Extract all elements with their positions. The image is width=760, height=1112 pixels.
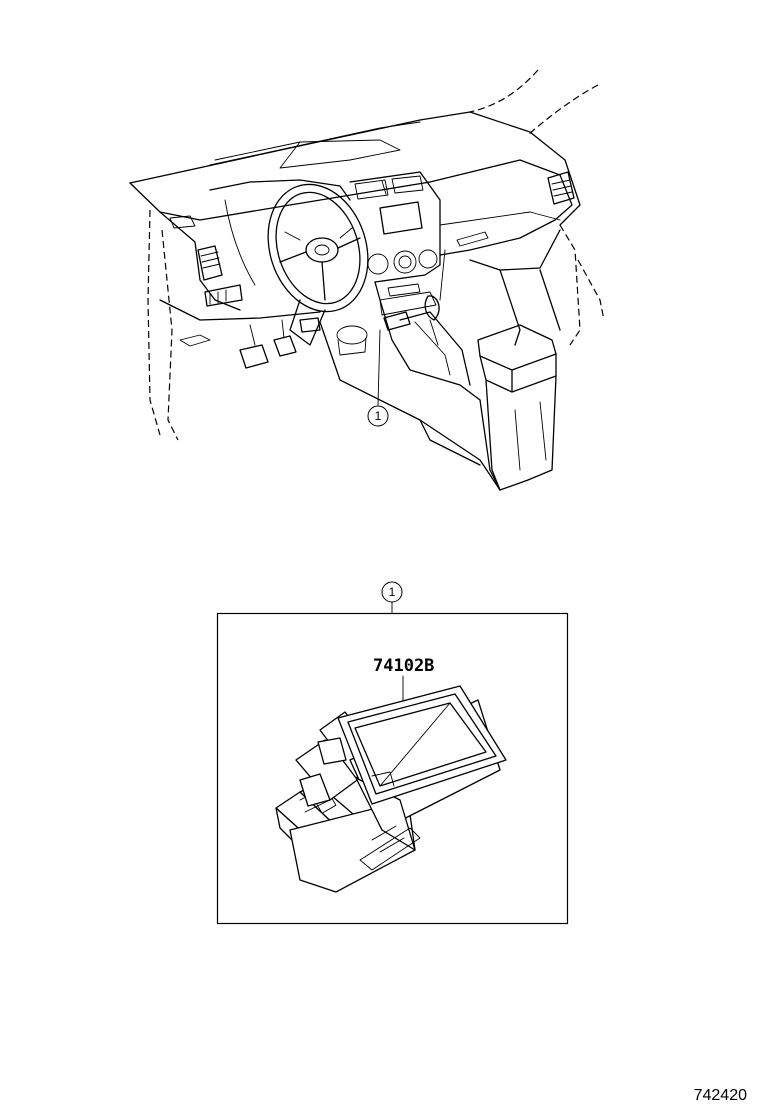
callout-top: 1 xyxy=(367,405,389,427)
dashboard-illustration xyxy=(129,69,605,491)
figure-code: 742420 xyxy=(694,1087,747,1104)
detail-frame xyxy=(216,612,569,925)
part-number-label: 74102B xyxy=(373,656,434,676)
switch-component xyxy=(275,685,507,893)
callout-top-number: 1 xyxy=(375,409,382,423)
callout-detail: 1 xyxy=(381,581,403,614)
callout-detail-number: 1 xyxy=(389,585,396,599)
steering-wheel xyxy=(267,183,369,313)
